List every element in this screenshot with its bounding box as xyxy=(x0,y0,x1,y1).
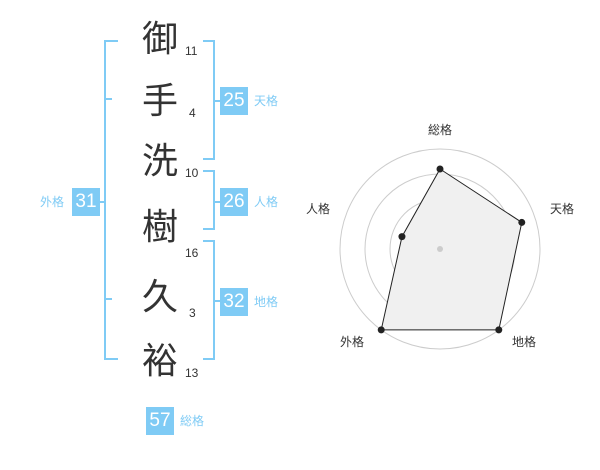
stroke-count-6: 13 xyxy=(185,366,199,380)
radar-axis-label-soukaku: 総格 xyxy=(428,122,452,137)
radar-axis-label-gaikaku: 外格 xyxy=(340,334,364,349)
soukaku-badge: 57 xyxy=(146,407,174,435)
stroke-count-4: 16 xyxy=(185,246,199,260)
gaikaku-bracket-bottom xyxy=(104,358,118,360)
gaikaku-tick-1 xyxy=(104,98,112,100)
chikaku-connector xyxy=(213,300,221,302)
gaikaku-bracket-vertical xyxy=(104,40,106,360)
name-char-4: 樹 xyxy=(141,207,178,248)
radar-chart: 総格 天格 地格 外格 人格 xyxy=(306,122,574,350)
gaikaku-label: 外格 xyxy=(40,195,65,209)
radar-point-4 xyxy=(377,326,385,334)
jinkaku-bracket-top xyxy=(203,170,215,172)
gaikaku-connector xyxy=(100,201,106,203)
chikaku-bracket-bottom xyxy=(203,358,215,360)
stroke-count-5: 3 xyxy=(189,306,196,320)
name-char-3: 洗 xyxy=(141,141,178,182)
jinkaku-bracket-bottom xyxy=(203,228,215,230)
tenkaku-label: 天格 xyxy=(254,94,279,108)
radar-axis-label-tenkaku: 天格 xyxy=(550,201,574,216)
tenkaku-connector xyxy=(213,100,221,102)
radar-ring-4 xyxy=(339,148,541,350)
chikaku-label: 地格 xyxy=(254,295,279,309)
soukaku-label: 総格 xyxy=(180,414,205,428)
jinkaku-connector xyxy=(213,201,221,203)
radar-polygon xyxy=(380,168,523,331)
gaikaku-tick-2 xyxy=(104,298,112,300)
stroke-count-2: 4 xyxy=(189,106,196,120)
tenkaku-badge: 25 xyxy=(220,87,248,115)
tenkaku-bracket-top xyxy=(203,40,215,42)
name-char-2: 手 xyxy=(141,81,178,122)
gaikaku-badge: 31 xyxy=(72,188,100,216)
chikaku-badge: 32 xyxy=(220,288,248,316)
jinkaku-bracket-vertical xyxy=(213,170,215,230)
chikaku-bracket-top xyxy=(203,240,215,242)
jinkaku-label: 人格 xyxy=(254,195,279,209)
radar-point-5 xyxy=(398,233,406,241)
radar-point-1 xyxy=(436,165,444,173)
name-char-1: 御 xyxy=(141,19,178,60)
radar-axis-label-chikaku: 地格 xyxy=(512,334,536,349)
name-char-6: 裕 xyxy=(141,341,178,382)
radar-point-3 xyxy=(495,326,503,334)
stroke-count-3: 10 xyxy=(185,166,199,180)
jinkaku-badge: 26 xyxy=(220,188,248,216)
radar-axis-label-jinkaku: 人格 xyxy=(306,201,330,216)
stroke-count-1: 11 xyxy=(185,44,198,58)
gaikaku-bracket-top xyxy=(104,40,118,42)
name-char-5: 久 xyxy=(141,277,178,318)
radar-center-dot xyxy=(437,246,443,252)
tenkaku-bracket-bottom xyxy=(203,158,215,160)
radar-points xyxy=(377,165,526,334)
radar-point-2 xyxy=(518,218,526,226)
